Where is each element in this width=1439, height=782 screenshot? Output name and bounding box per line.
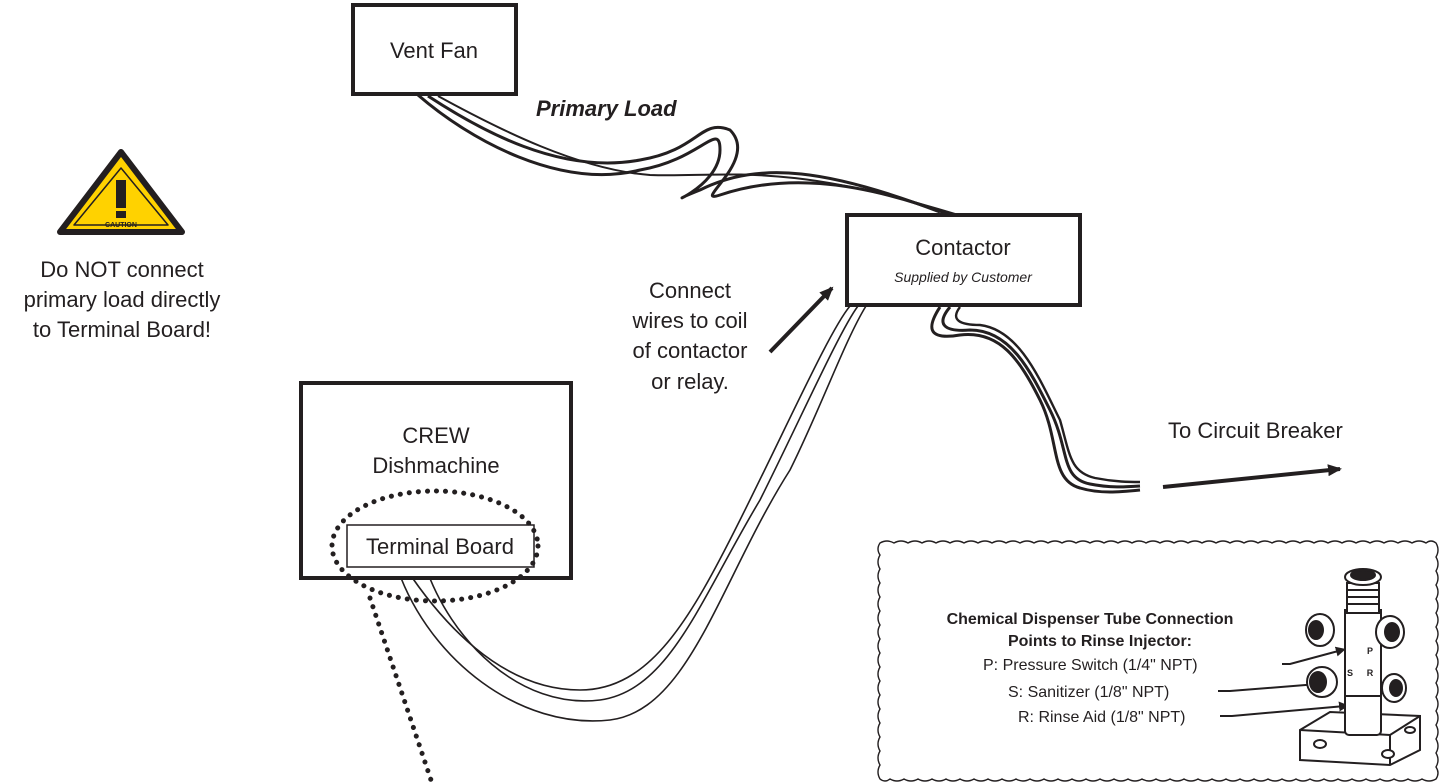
circuit-breaker-label: To Circuit Breaker — [1168, 418, 1343, 443]
connect-note: Connect wires to coil of contactor or re… — [632, 278, 748, 394]
connect-note-line-1: Connect — [649, 278, 731, 303]
vent-fan-box: Vent Fan — [351, 3, 518, 96]
primary-load-cable — [417, 93, 956, 216]
circuit-breaker-arrow — [1162, 464, 1342, 489]
caution-exclamation-icon — [116, 180, 126, 208]
dishmachine-box: CREW Dishmachine Terminal Board — [299, 381, 573, 580]
port-label-s: S — [1347, 668, 1353, 678]
caution-badge-text: CAUTION — [105, 222, 137, 229]
primary-load-label: Primary Load — [536, 96, 677, 121]
injector-legend-panel: Chemical Dispenser Tube Connection Point… — [877, 540, 1439, 782]
legend-title-line-2: Points to Rinse Injector: — [1008, 633, 1192, 650]
dotted-leader — [367, 595, 434, 782]
connect-arrow — [768, 286, 834, 354]
caution-sign: CAUTION — [57, 149, 185, 235]
port-label-p: P — [1367, 646, 1373, 656]
connect-note-line-2: wires to coil — [632, 308, 748, 333]
vent-fan-label: Vent Fan — [390, 38, 478, 63]
rinse-leader-arrow — [1220, 701, 1349, 717]
legend-item-rinse: R: Rinse Aid (1/8" NPT) — [1018, 709, 1186, 726]
control-wires — [397, 305, 867, 722]
legend-item-pressure: P: Pressure Switch (1/4" NPT) — [983, 657, 1198, 674]
contactor-title: Contactor — [915, 235, 1010, 260]
connect-note-line-3: of contactor — [633, 338, 748, 363]
caution-line-2: primary load directly — [24, 287, 221, 312]
rinse-injector-icon — [1299, 568, 1421, 767]
sanitizer-leader-arrow — [1218, 679, 1322, 692]
connect-note-line-4: or relay. — [651, 369, 729, 394]
terminal-board — [346, 524, 535, 568]
caution-line-1: Do NOT connect — [40, 257, 203, 282]
pressure-leader-arrow — [1282, 646, 1346, 665]
terminal-board-label: Terminal Board — [366, 534, 514, 559]
dishmachine-line-2: Dishmachine — [372, 453, 499, 478]
dishmachine-line-1: CREW — [402, 423, 469, 448]
legend-title-line-1: Chemical Dispenser Tube Connection — [947, 611, 1234, 628]
contactor-box: Contactor Supplied by Customer — [845, 213, 1082, 307]
terminal-board-highlight — [329, 488, 541, 604]
circuit-breaker-cable — [930, 306, 1141, 494]
contactor-subtitle: Supplied by Customer — [894, 269, 1033, 285]
port-label-r: R — [1367, 668, 1374, 678]
caution-line-3: to Terminal Board! — [33, 317, 211, 342]
legend-item-sanitizer: S: Sanitizer (1/8" NPT) — [1008, 684, 1169, 701]
